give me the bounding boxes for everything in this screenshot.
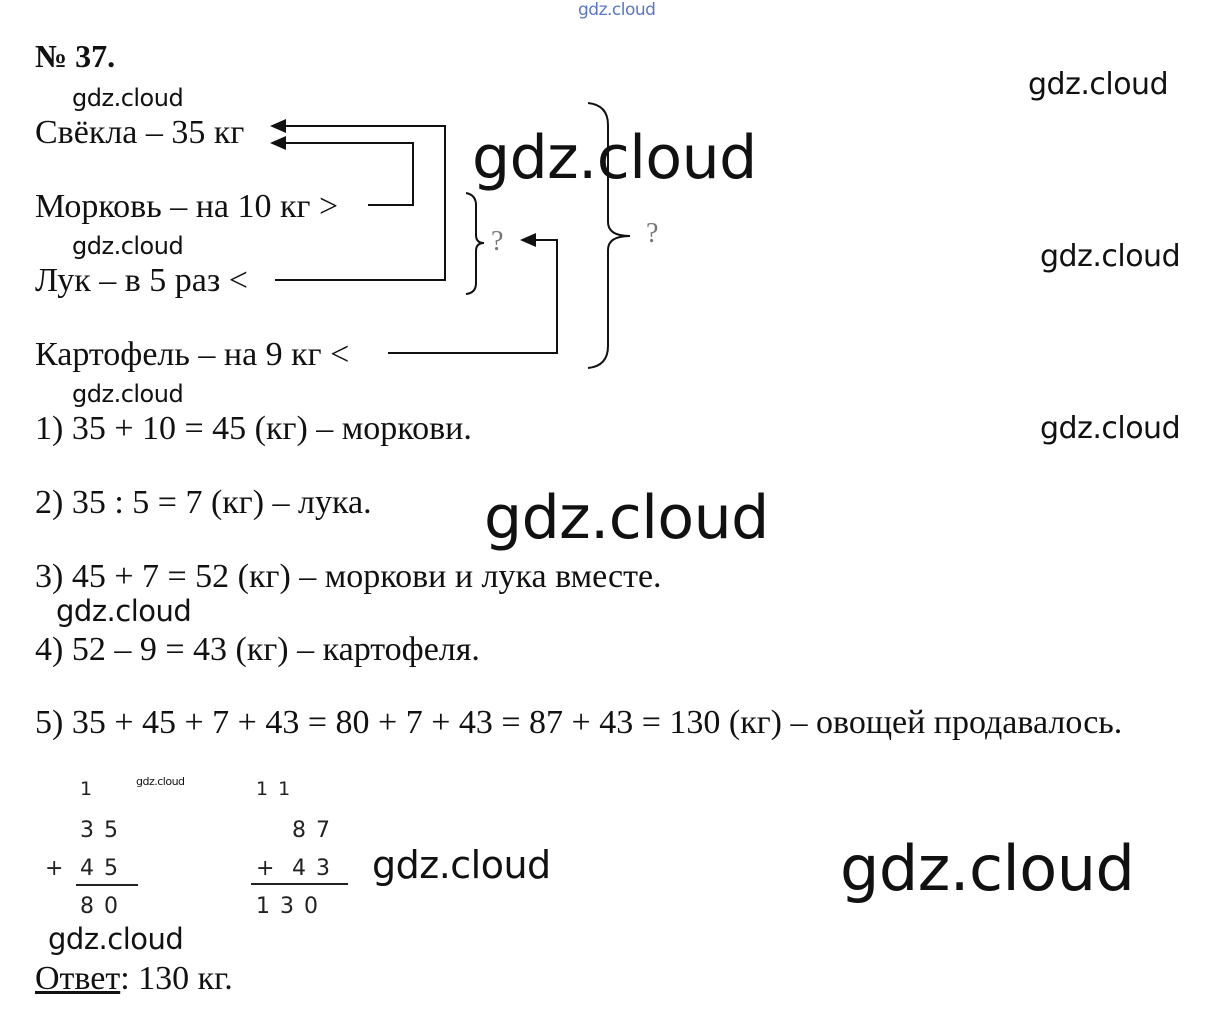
scheme-diagram: [270, 102, 631, 369]
problem-number: № 37.: [35, 38, 116, 74]
watermark: gdz.cloud: [1028, 67, 1169, 102]
sum: 80: [80, 894, 128, 919]
watermark: gdz.cloud: [1040, 411, 1181, 446]
answer-value: : 130 кг.: [120, 960, 233, 997]
step-4: 4) 52 – 9 = 43 (кг) – картофеля.: [35, 631, 480, 668]
scheme-carrot: Морковь – на 10 кг >: [35, 188, 339, 225]
arrow-onion-beet: [275, 125, 446, 281]
question-big: ?: [646, 218, 659, 249]
addend: 87: [292, 818, 340, 843]
small-brace: [465, 192, 485, 295]
step-5: 5) 35 + 45 + 7 + 43 = 80 + 7 + 43 = 87 +…: [35, 704, 1123, 741]
watermark: gdz.cloud: [372, 843, 551, 887]
answer: Ответ: 130 кг.: [35, 962, 233, 996]
watermark: gdz.cloud: [472, 123, 757, 193]
step-1: 1) 35 + 10 = 45 (кг) – моркови.: [35, 410, 472, 447]
sum-line: [251, 883, 348, 885]
watermark: gdz.cloud: [136, 775, 185, 788]
step-3: 3) 45 + 7 = 52 (кг) – моркови и лука вме…: [35, 558, 662, 595]
big-brace: [587, 102, 631, 369]
plus-sign: +: [45, 856, 74, 881]
watermark: gdz.cloud: [72, 232, 184, 260]
watermark: gdz.cloud: [56, 594, 192, 628]
watermark: gdz.cloud: [48, 922, 184, 956]
plus-sign: +: [256, 856, 285, 881]
arrowhead: [520, 233, 536, 247]
arrow-potato-question: [388, 239, 558, 354]
answer-label: Ответ: [35, 960, 121, 997]
arrow-carrot-beet: [282, 142, 414, 206]
watermark: gdz.cloud: [1040, 239, 1181, 274]
step-2: 2) 35 : 5 = 7 (кг) – лука.: [35, 484, 372, 521]
arrowhead: [270, 136, 286, 150]
watermark: gdz.cloud: [578, 0, 656, 20]
scheme-potato: Картофель – на 9 кг <: [35, 336, 350, 373]
carry: 1: [80, 778, 103, 800]
addend: 35: [80, 818, 128, 843]
question-small: ?: [491, 226, 504, 257]
scheme-onion: Лук – в 5 раз <: [35, 262, 248, 299]
arrowhead: [270, 119, 286, 133]
sum: 130: [256, 894, 328, 919]
watermark: gdz.cloud: [484, 483, 769, 553]
sum-line: [76, 884, 138, 886]
addend: 43: [292, 856, 340, 881]
watermark: gdz.cloud: [840, 832, 1135, 905]
carry: 11: [256, 778, 301, 800]
scheme-beet: Свёкла – 35 кг: [35, 114, 245, 151]
watermark: gdz.cloud: [72, 84, 184, 112]
addend: 45: [80, 856, 128, 881]
watermark: gdz.cloud: [72, 380, 184, 408]
